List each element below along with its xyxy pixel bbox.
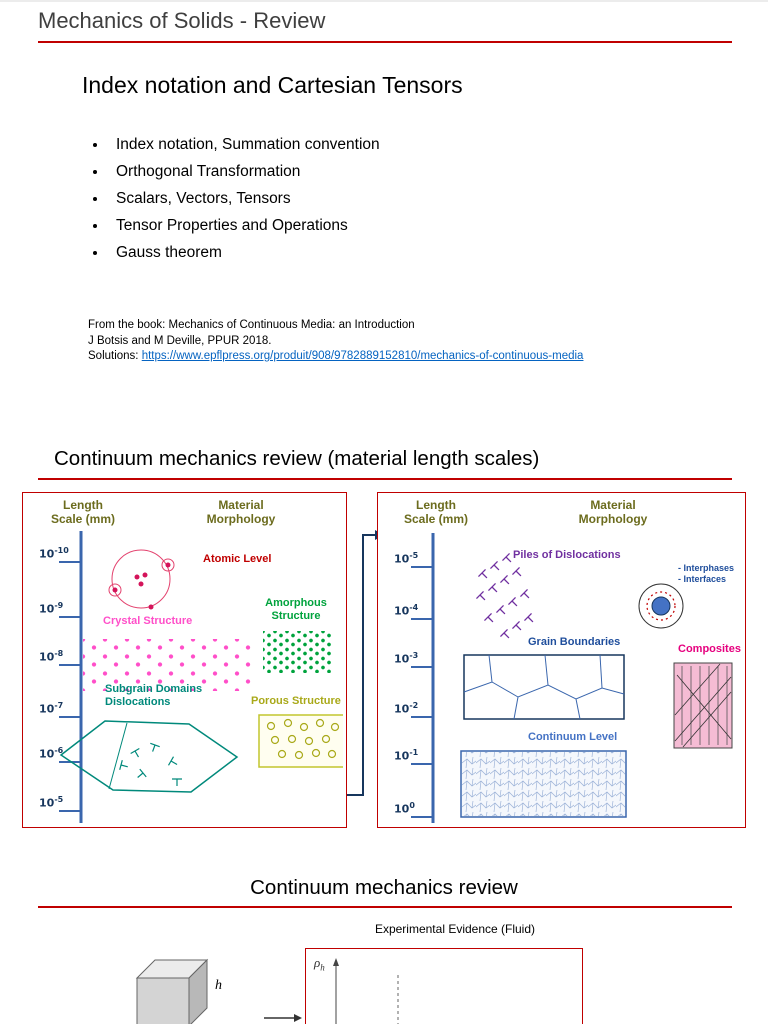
length-scale-axis <box>59 531 83 823</box>
continuum-level-label: Continuum Level <box>528 731 618 743</box>
crystal-structure-label: Crystal Structure <box>103 615 193 627</box>
porous-structure-drawing <box>258 714 343 768</box>
length-scale-panel-right: Length Scale (mm) Material Morphology 10… <box>377 492 746 828</box>
density-plot: ρh <box>305 948 583 1024</box>
bullet-item: Orthogonal Transformation <box>108 163 380 180</box>
morphology-header: Material Morphology <box>578 498 648 526</box>
length-scale-header: Length Scale (mm) <box>50 498 116 526</box>
grain-boundaries-label: Grain Boundaries <box>528 636 621 648</box>
grain-boundaries-drawing <box>463 654 625 720</box>
title-rule <box>38 41 732 43</box>
bullet-list: Index notation, Summation convention Ort… <box>88 136 380 271</box>
book-reference-line: From the book: Mechanics of Continuous M… <box>88 319 415 331</box>
piles-of-dislocations-drawing <box>476 553 534 639</box>
length-scale-panel-left: Length Scale (mm) Material Morphology 10… <box>22 492 347 828</box>
scale-label: 10-9 <box>39 601 64 616</box>
scale-label: 10-4 <box>394 603 419 618</box>
amorphous-structure-label: Amorphous Structure <box>265 597 327 622</box>
interphases-label: - Interphases - Interfaces <box>678 563 735 584</box>
interphases-drawing <box>638 583 684 629</box>
scale-label: 10-8 <box>39 649 64 664</box>
scale-label: 10-5 <box>39 795 64 810</box>
atom-icon <box>108 549 175 610</box>
length-scale-header: Length Scale (mm) <box>403 498 469 526</box>
left-panel-diagram <box>59 531 343 823</box>
scale-label: 10-7 <box>39 701 64 716</box>
length-scale-axis <box>411 533 435 823</box>
dislocation-symbols <box>119 742 182 786</box>
atomic-level-label: Atomic Level <box>203 553 272 565</box>
scale-label: 10-6 <box>39 746 64 761</box>
scale-label: 10-3 <box>394 651 419 666</box>
bullet-item: Tensor Properties and Operations <box>108 217 380 234</box>
fluid-cube-drawing <box>135 958 209 1024</box>
density-plot-axes <box>333 958 399 1024</box>
book-reference-line: Solutions: https://www.epflpress.org/pro… <box>88 349 583 365</box>
right-panel-diagram <box>411 533 733 823</box>
piles-of-dislocations-label: Piles of Dislocations <box>513 549 621 561</box>
density-axis-label: ρh <box>314 955 325 973</box>
crystal-lattice-dots <box>83 639 253 691</box>
slide-title: Index notation and Cartesian Tensors <box>82 72 463 98</box>
bullet-item: Gauss theorem <box>108 244 380 261</box>
amorphous-dots <box>263 631 333 673</box>
subgrain-polygon-drawing <box>59 720 239 793</box>
book-reference-line: J Botsis and M Deville, PPUR 2018. <box>88 334 272 347</box>
slide-title: Continuum mechanics review <box>250 876 518 899</box>
bullet-item: Index notation, Summation convention <box>108 136 380 153</box>
subgrain-domains-label: Subgrain Domains Dislocations <box>105 683 203 708</box>
morphology-header: Material Morphology <box>206 498 276 526</box>
title-rule <box>38 906 732 908</box>
scale-label: 10-2 <box>394 701 419 716</box>
title-rule <box>38 478 732 480</box>
scale-label: 100 <box>394 801 415 816</box>
scale-label: 10-5 <box>394 551 419 566</box>
solutions-link[interactable]: https://www.epflpress.org/produit/908/97… <box>141 350 584 362</box>
bullet-item: Scalars, Vectors, Tensors <box>108 190 380 207</box>
composites-label: Composites <box>678 643 741 655</box>
arrow-icon <box>264 1014 302 1022</box>
book-reference: From the book: Mechanics of Continuous M… <box>88 318 583 365</box>
continuum-level-drawing <box>460 750 627 818</box>
page-title: Mechanics of Solids - Review <box>38 8 326 33</box>
solutions-prefix: Solutions: <box>88 350 142 362</box>
slide-title: Continuum mechanics review (material len… <box>54 447 540 470</box>
scale-label: 10-10 <box>39 546 69 561</box>
composites-drawing <box>673 662 733 749</box>
cube-height-label: h <box>215 978 222 993</box>
experimental-evidence-label: Experimental Evidence (Fluid) <box>374 922 536 936</box>
scale-label: 10-1 <box>394 748 419 763</box>
porous-structure-label: Porous Structure <box>251 695 341 707</box>
